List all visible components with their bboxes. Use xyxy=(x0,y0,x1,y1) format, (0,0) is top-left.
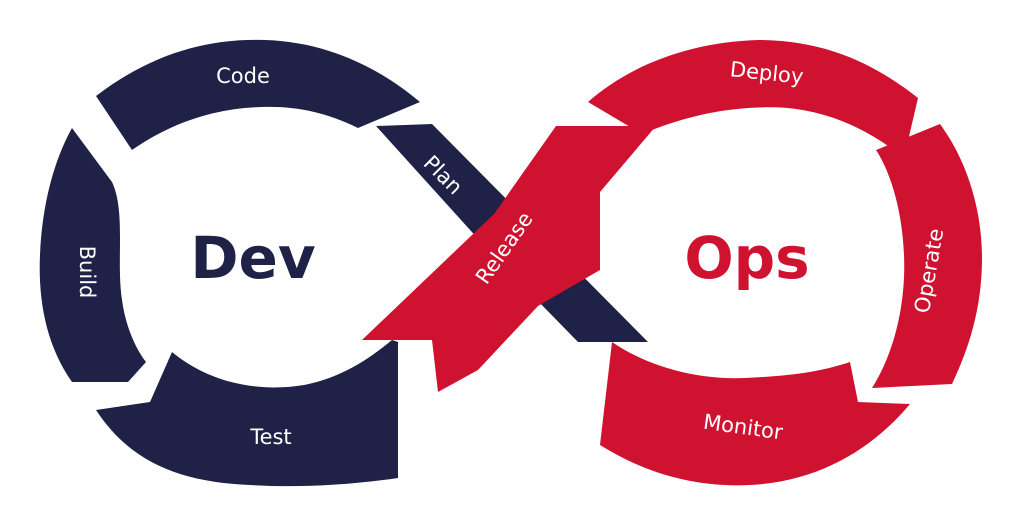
ops-loop xyxy=(588,40,982,486)
test-label: Test xyxy=(249,425,291,449)
code-segment xyxy=(96,39,420,150)
dev-title: Dev xyxy=(190,224,315,292)
ops-title: Ops xyxy=(684,224,809,292)
test-segment xyxy=(96,340,398,487)
center-crossing xyxy=(362,124,656,392)
dev-loop xyxy=(39,39,420,487)
code-label: Code xyxy=(216,64,270,88)
monitor-segment xyxy=(600,342,910,486)
deploy-segment xyxy=(588,40,918,158)
operate-segment xyxy=(872,124,982,388)
release-ribbon xyxy=(362,126,656,392)
build-label: Build xyxy=(75,246,99,299)
build-segment xyxy=(39,128,147,382)
